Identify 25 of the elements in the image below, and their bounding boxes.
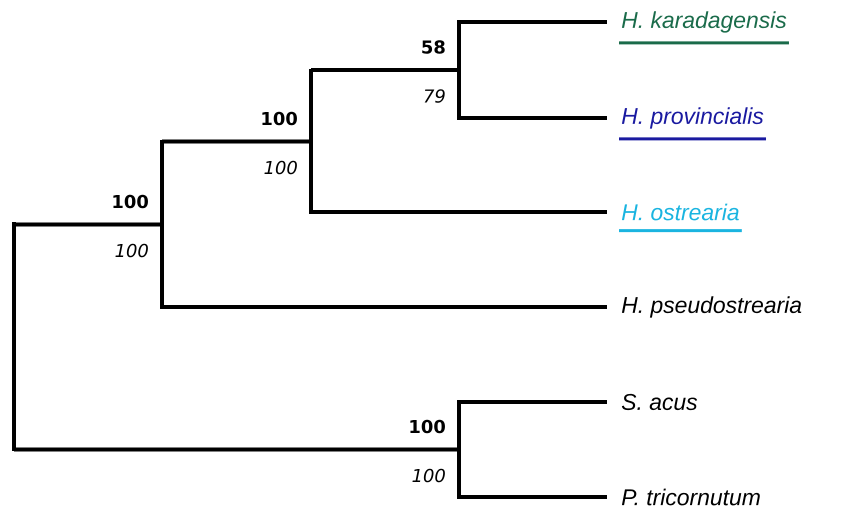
taxon-label: S. acus: [622, 394, 698, 410]
tree-branch: [459, 20, 607, 24]
bootstrap-value: 100: [262, 112, 297, 126]
bootstrap-value: 100: [113, 194, 148, 208]
taxon-label: H. karadagensis: [622, 11, 786, 33]
taxon-label: H. ostrearia: [622, 204, 739, 220]
tree-branch: [311, 210, 607, 214]
tree-branch: [311, 68, 459, 72]
tree-branch: [14, 448, 459, 452]
taxon-label: H. provincialis: [622, 107, 764, 129]
taxon-label: H. pseudostrearia: [622, 296, 802, 318]
bootstrap-value: 100: [264, 160, 297, 174]
tree-branch: [12, 222, 16, 451]
tree-branch: [459, 400, 607, 404]
bootstrap-value: 100: [410, 420, 445, 434]
tree-branch: [459, 495, 607, 499]
tree-branch: [162, 140, 311, 144]
taxon-label: P. tricornutum: [622, 488, 760, 506]
tree-branch: [14, 222, 162, 226]
bootstrap-value: 100: [115, 244, 148, 258]
bootstrap-value: 79: [424, 89, 445, 103]
bootstrap-value: 58: [422, 40, 445, 54]
tree-branch: [162, 305, 607, 309]
tree-branch: [459, 116, 607, 120]
bootstrap-value: 100: [412, 468, 445, 482]
